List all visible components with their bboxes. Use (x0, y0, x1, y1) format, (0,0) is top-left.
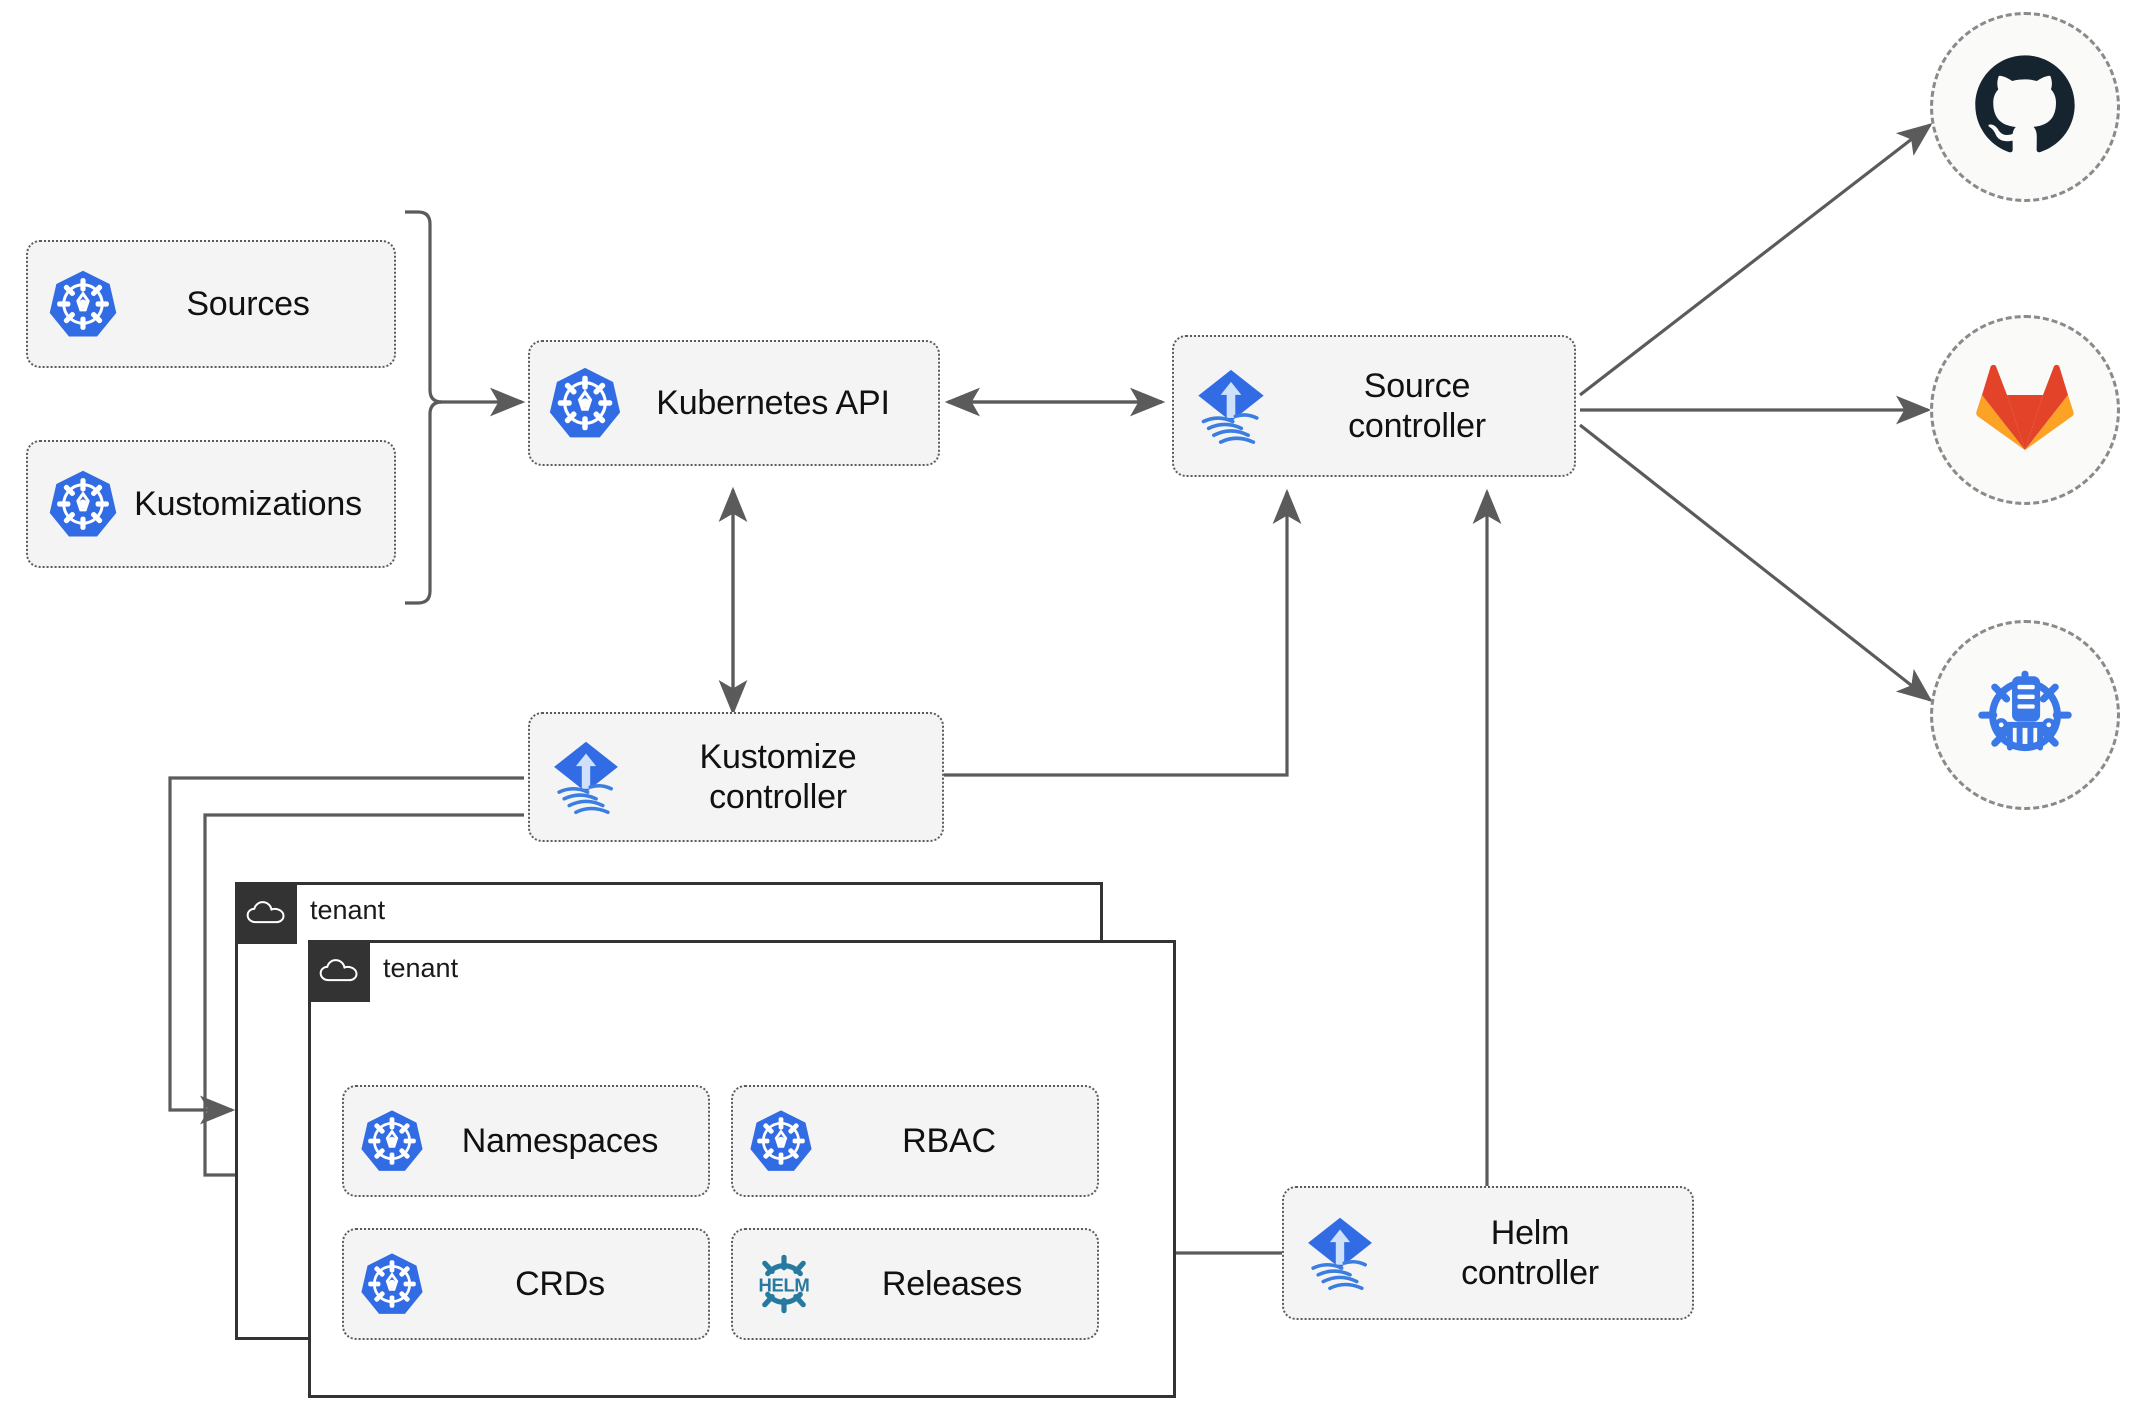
node-label: Releases (881, 1264, 1023, 1303)
node-label: Kubernetes API (656, 383, 890, 422)
tenant-label: tenant (383, 953, 459, 983)
node-crds[interactable]: CRDs (342, 1228, 710, 1340)
node-label: Sources (186, 284, 310, 323)
node-releases[interactable]: HELM Releases (731, 1228, 1099, 1340)
node-kustomize-controller[interactable]: Kustomize controller (528, 712, 944, 842)
provider-gitlab[interactable] (1930, 315, 2120, 505)
cloud-icon (235, 882, 297, 944)
node-label: CRDs (515, 1264, 605, 1303)
cloud-icon (308, 940, 370, 1002)
kubernetes-icon (46, 467, 120, 541)
node-namespaces[interactable]: Namespaces (342, 1085, 710, 1197)
tenant-label: tenant (310, 895, 386, 925)
node-label: Kustomizations (134, 484, 362, 523)
node-label: Helm controller (1461, 1213, 1599, 1292)
node-source-controller[interactable]: Source controller (1172, 335, 1576, 477)
node-helm-controller[interactable]: Helm controller (1282, 1186, 1694, 1320)
flux-icon (544, 735, 628, 819)
helm-icon: HELM (747, 1247, 821, 1321)
gitlab-icon (1975, 360, 2075, 461)
helm-repository-icon (1971, 659, 2079, 772)
tenant-panel-front[interactable]: tenant (308, 940, 1176, 1398)
node-kubernetes-api[interactable]: Kubernetes API (528, 340, 940, 466)
node-label: Namespaces (461, 1121, 659, 1160)
node-label: Kustomize controller (699, 737, 857, 816)
flux-icon (1298, 1211, 1382, 1295)
node-sources[interactable]: Sources (26, 240, 396, 368)
kubernetes-icon (358, 1250, 426, 1318)
kubernetes-icon (358, 1107, 426, 1175)
github-icon (1971, 51, 2079, 164)
kubernetes-icon (747, 1107, 815, 1175)
node-kustomizations[interactable]: Kustomizations (26, 440, 396, 568)
node-label: Source controller (1348, 366, 1486, 445)
flux-icon (1188, 363, 1274, 449)
svg-text:HELM: HELM (759, 1274, 810, 1295)
provider-helm-repository[interactable] (1930, 620, 2120, 810)
node-label: RBAC (902, 1121, 996, 1160)
provider-github[interactable] (1930, 12, 2120, 202)
node-rbac[interactable]: RBAC (731, 1085, 1099, 1197)
kubernetes-icon (46, 267, 120, 341)
kubernetes-icon (546, 364, 624, 442)
